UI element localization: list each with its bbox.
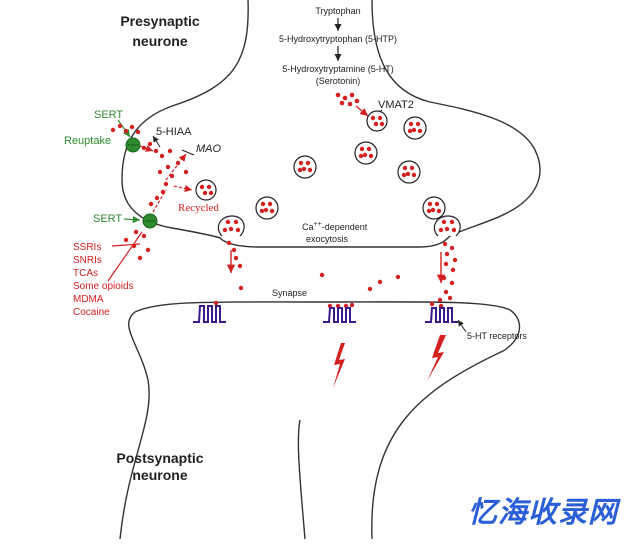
mao-pointer <box>181 149 195 156</box>
released-serotonin-right <box>437 241 458 303</box>
signal-bolt-right <box>427 335 446 381</box>
vesicle-fusing-left <box>217 215 245 237</box>
vesicle <box>255 196 279 220</box>
vesicle <box>403 116 427 140</box>
tryptophan-label: Tryptophan <box>315 6 360 16</box>
drug-cocaine: Cocaine <box>73 307 110 318</box>
to-mao-arrow <box>165 153 187 181</box>
vesicle-fusing-right <box>433 215 461 237</box>
drug-snri: SNRIs <box>73 255 102 266</box>
arrow-to-hiaa <box>152 135 161 148</box>
drug-ssri: SSRIs <box>73 242 101 253</box>
htp-label: 5-Hydroxytryptophan (5-HTP) <box>279 34 397 44</box>
receptors-label: 5-HT receptors <box>467 331 527 341</box>
presynaptic-label-line2: neurone <box>132 33 187 49</box>
exocytosis-label: exocytosis <box>306 234 349 244</box>
drug-mdma: MDMA <box>73 294 104 305</box>
sert-bottom-path <box>152 189 167 213</box>
recycled-label: Recycled <box>178 202 219 214</box>
postsynaptic-label: Postsynaptic <box>116 450 203 466</box>
sert-bottom-label: SERT <box>93 213 122 225</box>
mao-label: MAO <box>196 143 222 155</box>
arrow-into-vesicle <box>355 105 369 117</box>
postsynaptic-membrane <box>119 301 521 540</box>
vesicle <box>422 196 446 220</box>
ca-label: Ca++-dependent <box>302 221 368 232</box>
vesicle <box>293 155 317 179</box>
drug-list: SSRIs SNRIs TCAs Some opioids MDMA Cocai… <box>73 242 134 318</box>
reuptake-label: Reuptake <box>64 135 111 147</box>
sert-transporter-top <box>125 137 141 153</box>
sert-transporter-bottom <box>142 213 158 229</box>
presynaptic-label: Presynaptic <box>120 13 200 29</box>
vesicle <box>366 110 388 132</box>
receptor-left <box>193 305 226 323</box>
drug-tca: TCAs <box>73 268 98 279</box>
watermark-logo: 忆海收录网 <box>467 495 618 529</box>
receptor-right <box>425 307 458 323</box>
signal-bolt-middle <box>333 343 345 388</box>
reuptake-arrow <box>139 145 154 152</box>
postsynaptic-dendrite-left <box>297 419 306 540</box>
receptor-pointer <box>457 319 467 333</box>
free-serotonin-cluster-top <box>335 92 360 107</box>
inhibition-line <box>107 231 143 282</box>
sert-top-pointer <box>117 119 131 138</box>
drug-opioids: Some opioids <box>73 281 134 292</box>
presynaptic-membrane <box>121 0 541 248</box>
synaptic-serotonin <box>213 272 444 309</box>
ht-label: 5-Hydroxytryptamine (5-HT) <box>282 64 394 74</box>
serotonin-label: (Serotonin) <box>316 76 361 86</box>
recycle-arrow <box>173 184 193 192</box>
vmat2-label: VMAT2 <box>378 99 414 111</box>
sert-top-label: SERT <box>94 109 123 121</box>
released-serotonin-left <box>226 240 244 291</box>
vesicle-recycled <box>195 179 217 201</box>
inhibition-bar <box>111 243 141 247</box>
sert-bottom-pointer <box>123 215 141 224</box>
synapse-label: Synapse <box>272 288 307 298</box>
vesicle <box>397 160 421 184</box>
vesicle <box>354 141 378 165</box>
postsynaptic-label-line2: neurone <box>132 467 187 483</box>
receptor-middle <box>323 307 356 323</box>
hiaa-label: 5-HIAA <box>156 126 192 138</box>
